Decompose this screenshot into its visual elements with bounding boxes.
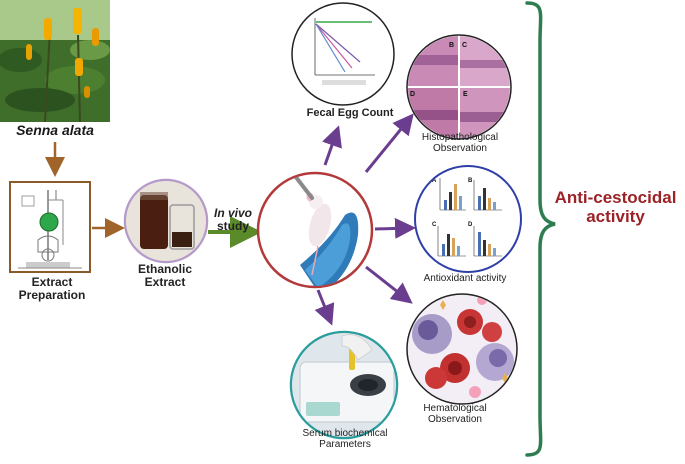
extract-label-line1: Extract xyxy=(31,275,73,289)
extract-label-line2: Preparation xyxy=(18,288,86,303)
fecal-egg-count-label: Fecal Egg Count xyxy=(306,107,394,119)
arrow-to-serum xyxy=(314,289,335,326)
histo-label-line2: Observation xyxy=(433,143,487,155)
mouse-injection-illustration xyxy=(256,171,374,289)
serum-label-line1: Serum biochemical xyxy=(302,428,388,439)
antioxidant-charts-image: A B C D xyxy=(414,165,522,273)
soxhlet-apparatus-illustration xyxy=(9,181,91,273)
hematological-label: Hematological Observation xyxy=(395,403,515,425)
arrow-to-hemato xyxy=(365,265,413,304)
histo-panel-letter: B xyxy=(449,42,454,49)
in-vivo-study-label: In vivo study xyxy=(198,206,268,234)
outcome-label-line2: activity xyxy=(586,207,645,227)
ethanolic-extract-photo xyxy=(123,178,209,264)
hemato-label-line1: Hematological xyxy=(423,403,487,414)
histo-panel-letter: C xyxy=(462,42,467,49)
senna-alata-photo xyxy=(0,0,110,123)
histo-panel-letter: E xyxy=(463,91,468,98)
blood-cells-illustration xyxy=(406,293,518,405)
ethanolic-label-line1: Ethanolic xyxy=(137,262,192,276)
histopathology-micrographs: A B C D E xyxy=(406,34,512,140)
serum-biochemical-label: Serum biochemical Parameters xyxy=(280,428,410,450)
histopathological-label: Histopathological Observation xyxy=(395,132,525,154)
antiox-panel-letter: D xyxy=(468,222,473,228)
histo-label-line1: Histopathological xyxy=(421,132,499,143)
arrow-to-histo xyxy=(364,113,414,173)
invivo-label-line1: In vivo xyxy=(213,206,252,220)
antioxidant-activity-label: Antioxidant activity xyxy=(423,273,507,284)
antiox-panel-letter: A xyxy=(432,178,437,184)
invivo-label-line2: study xyxy=(216,219,249,234)
ethanolic-label-line2: Extract xyxy=(144,275,186,290)
curly-bracket xyxy=(525,1,556,457)
antiox-panel-letter: C xyxy=(432,222,437,228)
fecal-egg-count-chart-image xyxy=(291,2,395,106)
plant-name-label: Senna alata xyxy=(16,122,94,138)
outcome-label-line1: Anti-cestocidal xyxy=(554,188,677,207)
anti-cestocidal-outcome-label: Anti-cestocidal activity xyxy=(548,188,683,226)
antiox-panel-letter: B xyxy=(468,178,473,184)
ethanolic-extract-label: Ethanolic Extract xyxy=(115,262,215,290)
hemato-label-line2: Observation xyxy=(428,414,482,426)
serum-analyzer-photo xyxy=(289,330,399,440)
histo-panel-letter: D xyxy=(410,91,415,98)
arrow-to-fecal xyxy=(322,125,342,166)
arrow-to-antiox xyxy=(374,217,416,239)
serum-label-line2: Parameters xyxy=(319,439,371,451)
extract-preparation-label: Extract Preparation xyxy=(2,275,102,303)
